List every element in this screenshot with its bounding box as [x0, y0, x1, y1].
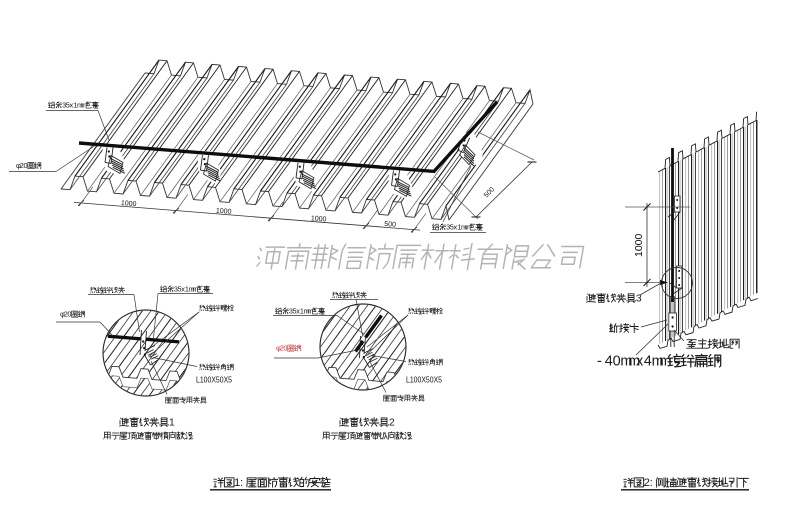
svg-text:5: 5 [178, 285, 182, 294]
svg-text:3: 3 [446, 223, 450, 232]
svg-text:x: x [296, 307, 300, 316]
svg-text:3: 3 [62, 101, 66, 110]
svg-text:2: 2 [64, 310, 68, 319]
svg-text:500: 500 [384, 221, 396, 229]
svg-text:φ: φ [16, 161, 21, 170]
svg-text:φ: φ [60, 310, 65, 319]
svg-text:m: m [620, 354, 632, 370]
svg-text:3: 3 [174, 285, 178, 294]
svg-text:-: - [597, 354, 602, 370]
svg-text:0: 0 [613, 354, 621, 370]
svg-text:L100X50X5: L100X50X5 [406, 376, 442, 385]
svg-text:m: m [652, 354, 664, 370]
svg-text:2: 2 [644, 477, 650, 489]
svg-text:m: m [465, 223, 471, 232]
svg-text:m: m [77, 101, 83, 110]
svg-text:3: 3 [289, 307, 293, 316]
svg-text:m: m [659, 354, 671, 370]
svg-text:5: 5 [450, 223, 454, 232]
svg-text:1000: 1000 [121, 200, 137, 208]
svg-text:0: 0 [24, 161, 28, 170]
svg-text:4: 4 [644, 354, 652, 370]
svg-text::: : [650, 477, 653, 489]
svg-text:1: 1 [300, 307, 304, 316]
svg-text:x: x [454, 223, 458, 232]
svg-text:1000: 1000 [633, 233, 645, 257]
svg-text:2: 2 [20, 161, 24, 170]
svg-text:m: m [307, 307, 313, 316]
svg-text:3: 3 [636, 294, 642, 305]
svg-text:4: 4 [605, 354, 613, 370]
svg-text::: : [240, 477, 243, 489]
svg-text:m: m [192, 285, 198, 294]
svg-text:2: 2 [280, 344, 284, 353]
svg-text:1: 1 [169, 418, 175, 429]
svg-text:1: 1 [73, 101, 77, 110]
svg-text:x: x [636, 354, 644, 370]
svg-text:1000: 1000 [311, 215, 327, 223]
svg-text:L100X50X5: L100X50X5 [196, 376, 232, 385]
svg-text:1000: 1000 [216, 208, 232, 216]
svg-text:x: x [70, 101, 74, 110]
svg-text:5: 5 [66, 101, 70, 110]
svg-text:x: x [181, 285, 185, 294]
svg-text:1: 1 [457, 223, 461, 232]
svg-text:5: 5 [293, 307, 297, 316]
svg-text:0: 0 [283, 344, 287, 353]
svg-text:1: 1 [185, 285, 189, 294]
svg-text:m: m [189, 285, 195, 294]
svg-text:m: m [628, 354, 640, 370]
svg-text:1: 1 [234, 477, 240, 489]
svg-text:m: m [461, 223, 467, 232]
svg-text:0: 0 [67, 310, 71, 319]
svg-text:m: m [81, 101, 87, 110]
svg-text:2: 2 [389, 418, 395, 429]
svg-text:m: m [304, 307, 310, 316]
svg-text:φ: φ [276, 344, 281, 353]
